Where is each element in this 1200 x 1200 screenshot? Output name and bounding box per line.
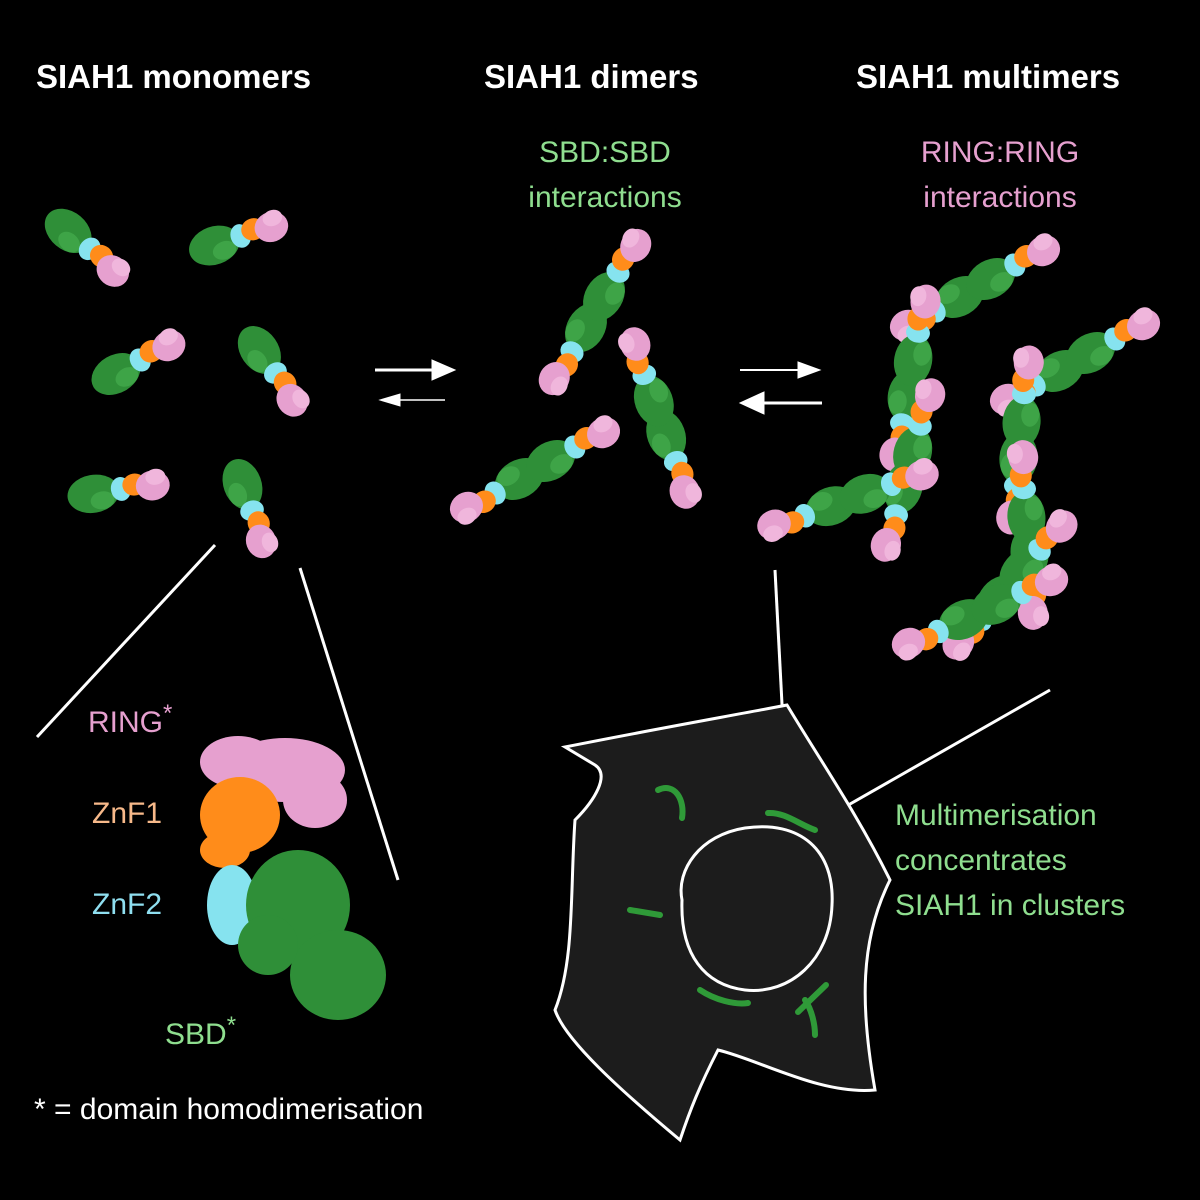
siah1-clusters xyxy=(627,785,829,1038)
sbd-note-line1: SBD:SBD xyxy=(539,136,671,169)
monomer xyxy=(183,201,294,273)
zoom-lines-monomer xyxy=(35,543,400,881)
sbd-label-text: SBD xyxy=(165,1018,227,1051)
sbd-interactions-note: SBD:SBD interactions xyxy=(505,130,705,220)
monomers-heading: SIAH1 monomers xyxy=(36,58,312,95)
cell-outline xyxy=(553,703,892,1143)
dimer xyxy=(443,406,627,534)
monomer xyxy=(83,319,193,404)
nucleus-outline xyxy=(679,825,834,992)
ring-star: * xyxy=(163,700,173,727)
sbd-star: * xyxy=(226,1012,237,1039)
multimerisation-caption: Multimerisation concentrates SIAH1 in cl… xyxy=(895,793,1125,928)
monomer-structure xyxy=(200,736,386,1020)
ring-label-text: RING xyxy=(88,706,163,739)
cell-illustration xyxy=(553,703,892,1143)
znf1-domain-label: ZnF1 xyxy=(92,797,163,830)
equilibrium-arrows-1 xyxy=(375,359,457,407)
ring-domain-label: RING* xyxy=(88,700,172,740)
monomer xyxy=(36,199,140,295)
footnote: * = domain homodimerisation xyxy=(34,1093,423,1127)
footnote-star: * xyxy=(34,1093,46,1126)
ring-note-line2: interactions xyxy=(923,181,1077,214)
monomer xyxy=(215,453,287,564)
znf2-domain-label: ZnF2 xyxy=(92,888,163,921)
ring-interactions-note: RING:RING interactions xyxy=(870,130,1130,220)
dimer-cluster xyxy=(443,220,710,534)
monomer-cluster xyxy=(36,199,320,564)
caption-line2: concentrates xyxy=(895,844,1067,877)
multimers-heading: SIAH1 multimers xyxy=(856,58,1121,95)
caption-line3: SIAH1 in clusters xyxy=(895,889,1126,922)
caption-line1: Multimerisation xyxy=(895,799,1097,832)
dimer xyxy=(610,322,711,514)
ring-note-line1: RING:RING xyxy=(920,136,1080,169)
sbd-note-line2: interactions xyxy=(528,181,682,214)
monomer xyxy=(228,317,320,424)
monomer xyxy=(64,461,173,518)
equilibrium-arrows-2 xyxy=(738,361,822,415)
footnote-text: = domain homodimerisation xyxy=(54,1093,424,1126)
sbd-domain-label: SBD* xyxy=(165,1012,236,1052)
dimers-heading: SIAH1 dimers xyxy=(484,58,699,95)
